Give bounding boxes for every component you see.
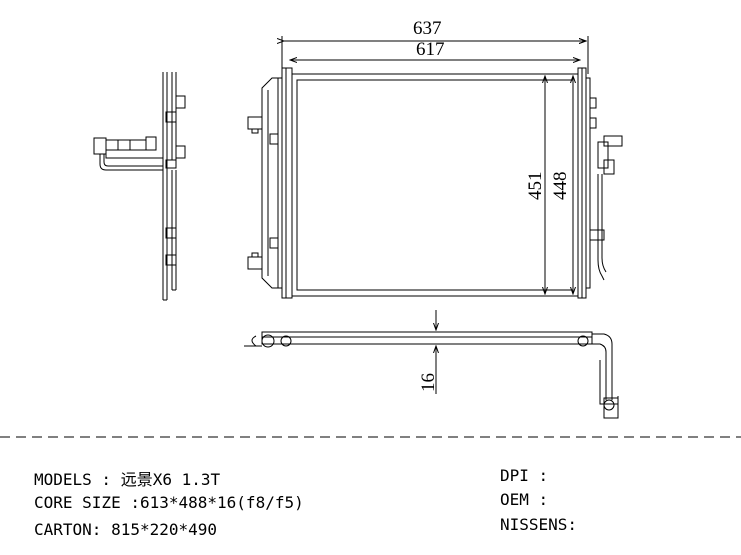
spec-models: MODELS : 远景X6 1.3T	[34, 470, 221, 489]
spec-oem: OEM :	[500, 490, 549, 509]
spec-core-size: CORE SIZE :613*488*16(f8/f5)	[34, 493, 304, 512]
dim-overall-width: 637	[413, 18, 442, 39]
dimension-lines	[282, 36, 589, 294]
dim-core-width: 617	[416, 39, 445, 60]
dim-core-height: 448	[550, 172, 571, 201]
spec-nissens: NISSENS:	[500, 515, 578, 534]
left-side-view	[93, 72, 186, 301]
spec-carton: CARTON: 815*220*490	[34, 520, 218, 539]
bottom-view	[244, 331, 619, 419]
dim-overall-height: 451	[525, 172, 546, 201]
spec-dpi: DPI :	[500, 466, 549, 485]
dim-thickness: 16	[418, 373, 439, 392]
